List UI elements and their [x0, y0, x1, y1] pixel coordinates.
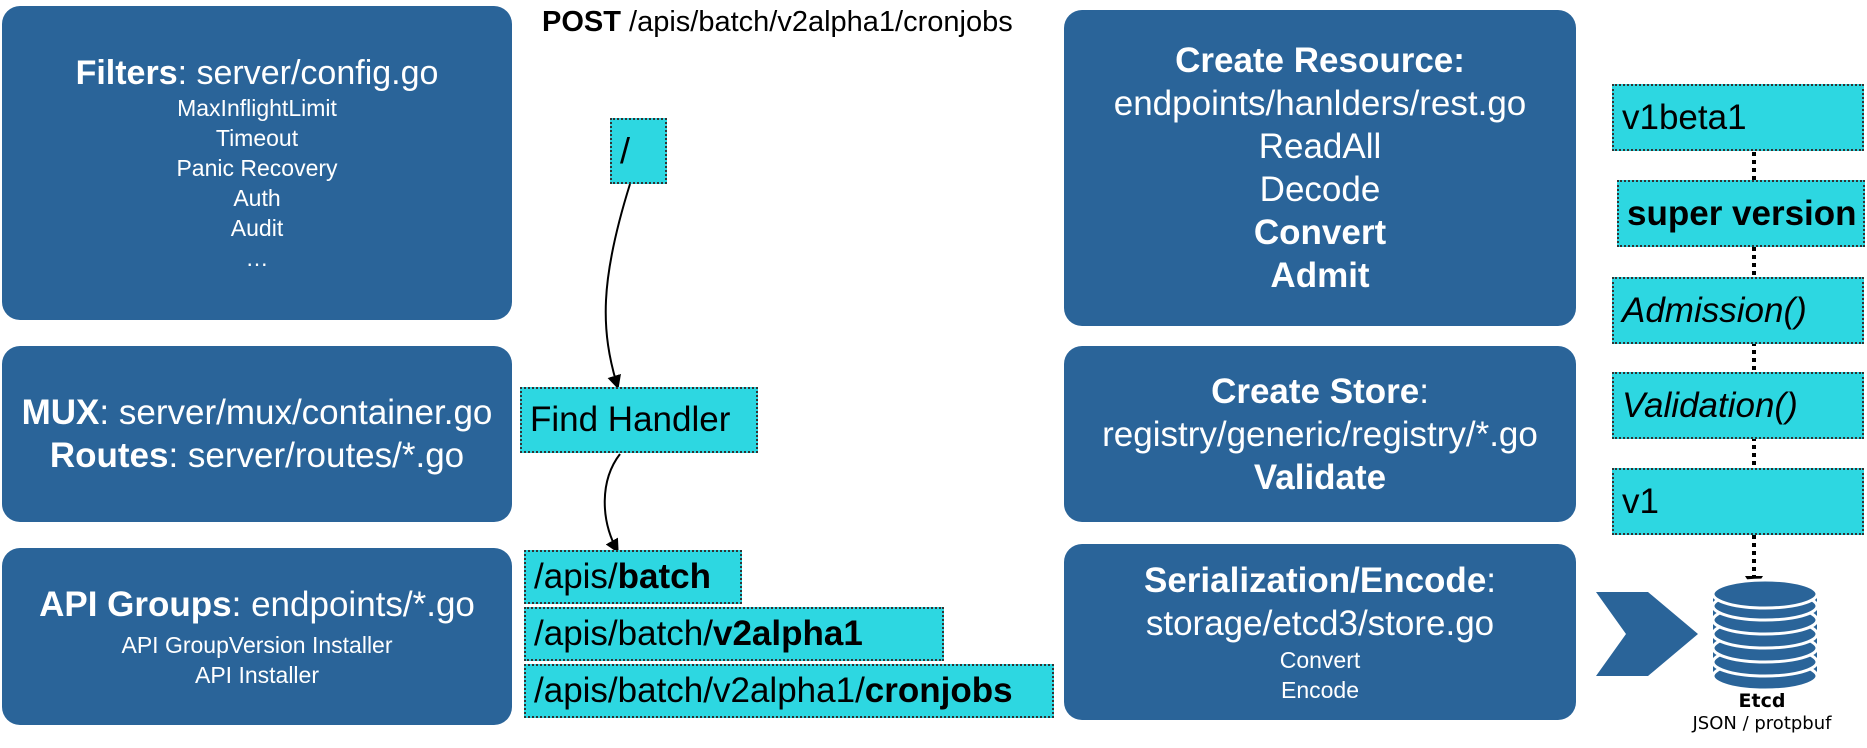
version-v1beta1-node: v1beta1 [1612, 84, 1864, 151]
create-resource-file: endpoints/hanlders/rest.go [1113, 84, 1527, 123]
version-v1-label: v1 [1622, 481, 1659, 521]
mux-line: MUX: server/mux/container.go [22, 391, 493, 434]
api-groups-item: API GroupVersion Installer [121, 632, 393, 658]
root-path-label: / [620, 130, 631, 171]
arrow-root-to-find-handler [604, 183, 631, 390]
create-store-title: Create Store [1211, 371, 1420, 411]
version-v1-node: v1 [1612, 468, 1864, 535]
version-path-prefix: /apis/batch/ [534, 614, 713, 653]
serialization-colon: : [1486, 561, 1497, 600]
create-resource-step-bold: Admit [1270, 256, 1370, 295]
filter-item: … [245, 245, 269, 271]
filter-item: Audit [230, 215, 284, 241]
version-path-name: v2alpha1 [713, 614, 863, 653]
group-path-node: /apis/batch [524, 550, 742, 604]
admission-node: Admission() [1612, 277, 1864, 344]
etcd-label: Etcd [1738, 690, 1786, 712]
create-store-step: Validate [1253, 457, 1387, 497]
mux-box: MUX: server/mux/container.go Routes: ser… [2, 346, 512, 522]
root-path-node: / [610, 118, 667, 184]
api-groups-file: : endpoints/*.go [231, 585, 475, 624]
version-path-node: /apis/batch/v2alpha1 [524, 607, 944, 661]
request-method: POST [542, 6, 621, 38]
database-icon [1711, 578, 1819, 692]
serialization-step: Encode [1280, 677, 1359, 703]
version-v1beta1-label: v1beta1 [1622, 97, 1747, 137]
serialization-step: Convert [1279, 647, 1361, 673]
create-resource-step: ReadAll [1258, 127, 1382, 166]
resource-path-node: /apis/batch/v2alpha1/cronjobs [524, 664, 1054, 718]
arrow-find-handler-to-groups [603, 453, 621, 554]
serialization-file: storage/etcd3/store.go [1145, 604, 1495, 643]
create-resource-box: Create Resource: endpoints/hanlders/rest… [1064, 10, 1576, 326]
filter-item: Panic Recovery [176, 155, 338, 181]
super-version-node: super version [1617, 180, 1865, 247]
filters-heading: Filters: server/config.go [76, 53, 439, 93]
chevron-arrow-icon [1596, 592, 1698, 676]
mux-title: MUX [21, 393, 100, 432]
routes-line: Routes: server/routes/*.go [50, 434, 464, 477]
admission-label: Admission() [1622, 290, 1807, 330]
create-store-heading: Create Store: [1211, 370, 1429, 413]
resource-path-prefix: /apis/batch/v2alpha1/ [534, 671, 865, 710]
create-resource-title: Create Resource: [1175, 41, 1465, 80]
request-line: POST /apis/batch/v2alpha1/cronjobs [542, 6, 1013, 39]
request-path: /apis/batch/v2alpha1/cronjobs [629, 6, 1013, 38]
mux-file: : server/mux/container.go [99, 393, 493, 432]
filter-item: Auth [233, 185, 281, 211]
filter-item: Timeout [215, 125, 299, 151]
filters-title: Filters [75, 54, 178, 92]
filters-box: Filters: server/config.go MaxInflightLim… [2, 6, 512, 320]
api-groups-heading: API Groups: endpoints/*.go [39, 583, 475, 626]
routes-title: Routes [49, 436, 169, 475]
find-handler-node: Find Handler [520, 387, 758, 453]
api-groups-box: API Groups: endpoints/*.go API GroupVers… [2, 548, 512, 725]
create-store-file: registry/generic/registry/*.go [1102, 414, 1538, 454]
create-store-box: Create Store: registry/generic/registry/… [1064, 346, 1576, 522]
validation-label: Validation() [1622, 385, 1798, 425]
api-groups-title: API Groups [39, 585, 232, 624]
serialization-title: Serialization/Encode [1143, 561, 1487, 600]
filter-item: MaxInflightLimit [177, 95, 337, 121]
serialization-heading: Serialization/Encode: [1144, 559, 1496, 602]
create-resource-step-bold: Convert [1253, 213, 1387, 252]
api-groups-item: API Installer [195, 662, 319, 688]
group-path-prefix: /apis/ [534, 557, 618, 596]
etcd-formats: JSON / protpbuf [1692, 713, 1832, 734]
serialization-box: Serialization/Encode: storage/etcd3/stor… [1064, 544, 1576, 720]
create-store-colon: : [1419, 371, 1429, 411]
validation-node: Validation() [1612, 372, 1864, 439]
filters-file: : server/config.go [177, 54, 439, 92]
super-version-label: super version [1627, 193, 1857, 233]
find-handler-label: Find Handler [530, 400, 731, 439]
create-resource-step: Decode [1259, 170, 1381, 209]
resource-path-name: cronjobs [864, 671, 1013, 710]
routes-file: : server/routes/*.go [168, 436, 465, 475]
group-path-name: batch [617, 557, 712, 596]
